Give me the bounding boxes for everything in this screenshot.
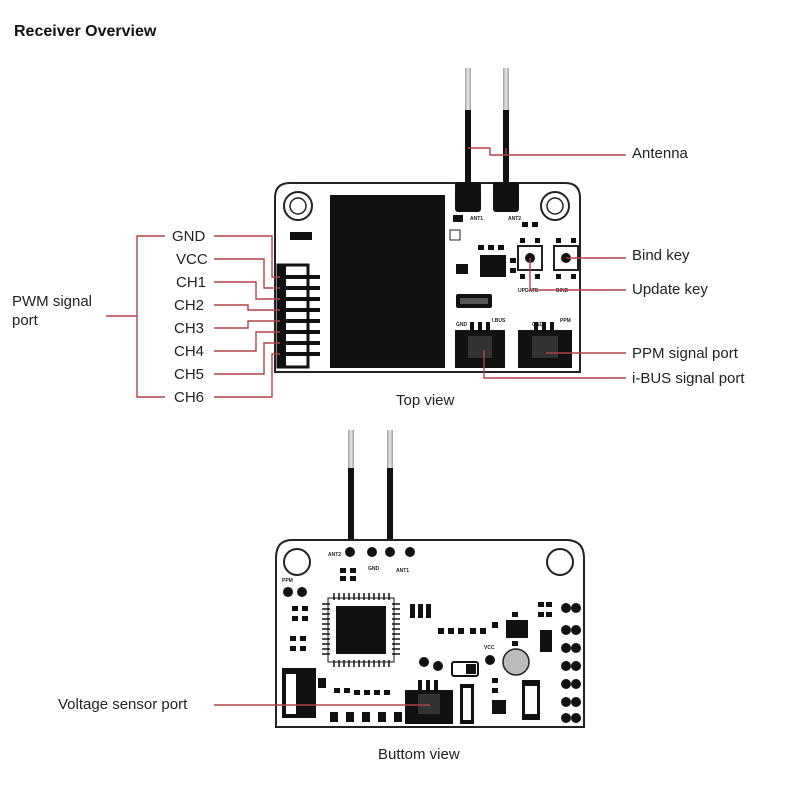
pwm-leader-lines	[106, 235, 280, 398]
silk-bottom-ant2: ANT2	[328, 552, 341, 558]
silk-gnd: GND	[456, 322, 468, 328]
update-key-label: Update key	[632, 281, 708, 298]
silk-bottom-ppm: PPM	[282, 578, 293, 584]
page-title: Receiver Overview	[14, 23, 157, 40]
pwm-port-label-line1: PWM signal	[12, 293, 92, 310]
silk-bottom-gnd: GND	[368, 566, 380, 572]
pwm-header[interactable]	[276, 263, 320, 369]
bottom-view-caption: Buttom view	[378, 746, 460, 763]
pin-label-ch2: CH2	[174, 297, 204, 314]
mounting-hole	[540, 191, 570, 221]
ppm-port-label: PPM signal port	[632, 345, 739, 362]
silk-ant1: ANT1	[470, 216, 483, 222]
top-view-caption: Top view	[396, 392, 455, 409]
mounting-hole	[546, 548, 574, 576]
regulator-chip	[480, 255, 506, 277]
pin-label-ch1: CH1	[176, 274, 206, 291]
pin-label-vcc: VCC	[176, 251, 208, 268]
antenna-label: Antenna	[632, 145, 689, 162]
silk-bind: BIND	[556, 288, 569, 294]
silk-ibus: I.BUS	[492, 318, 506, 324]
mounting-hole	[283, 548, 311, 576]
right-leader-lines	[468, 147, 626, 379]
bottom-view-board: ANT2 ANT1 GND PPM	[275, 430, 585, 728]
mcu-chip	[322, 593, 400, 667]
bind-key-label: Bind key	[632, 247, 690, 264]
mounting-hole	[283, 191, 313, 221]
silk-bottom-ant1: ANT1	[396, 568, 409, 574]
silk-ppm: PPM	[560, 318, 571, 324]
antenna-connector-2	[493, 182, 519, 212]
voltage-sensor-port-label: Voltage sensor port	[58, 696, 188, 713]
pin-label-ch6: CH6	[174, 389, 204, 406]
antenna-connector-1	[455, 182, 481, 212]
pin-label-ch5: CH5	[174, 366, 204, 383]
pin-label-ch3: CH3	[174, 320, 204, 337]
ibus-signal-port[interactable]	[455, 322, 505, 368]
silk-update: UPDATE	[518, 288, 539, 294]
capacitor	[502, 648, 530, 676]
pin-label-ch4: CH4	[174, 343, 204, 360]
top-view-board: ANT1 ANT2 UPDATE BIND GND I.BUS GND	[274, 68, 581, 373]
silk-ant2: ANT2	[508, 216, 521, 222]
bottom-board-outline	[275, 539, 585, 728]
voltage-sensor-port[interactable]	[405, 680, 453, 724]
ppm-signal-port[interactable]	[518, 322, 572, 368]
pin-label-gnd: GND	[172, 228, 206, 245]
main-chip	[330, 195, 445, 368]
pwm-port-label-line2: port	[12, 312, 39, 329]
ibus-port-label: i-BUS signal port	[632, 370, 745, 387]
silk-bottom-vcc: VCC	[484, 645, 495, 651]
